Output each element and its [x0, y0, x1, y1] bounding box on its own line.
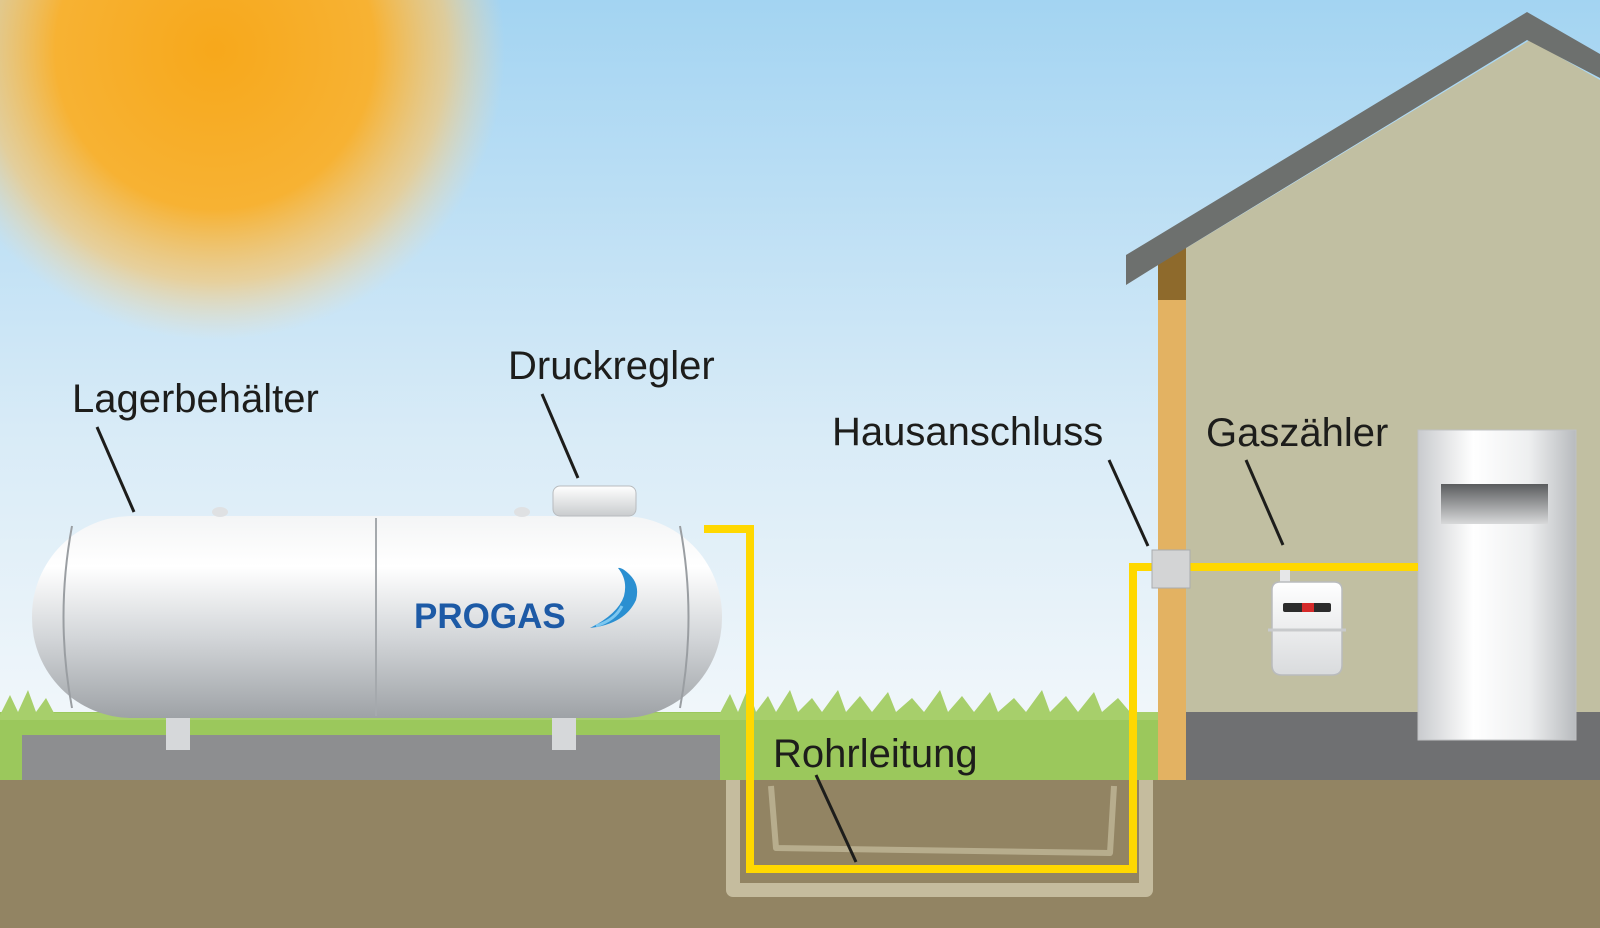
progas-logo-text: PROGAS — [414, 597, 566, 636]
leader-lines — [95, 393, 1285, 863]
label-storage-tank: Lagerbehälter — [72, 377, 319, 421]
pressure-regulator — [552, 485, 637, 517]
label-pressure-regulator: Druckregler — [508, 344, 715, 388]
label-gas-meter: Gaszähler — [1206, 411, 1388, 455]
pipe-trench — [726, 780, 1153, 897]
sun-icon — [0, 0, 505, 340]
storage-tank — [32, 507, 722, 750]
label-house-connection: Hausanschluss — [832, 410, 1103, 454]
heating-unit-display — [1441, 484, 1548, 524]
flame-wave-icon — [590, 567, 638, 628]
gas-meter-icon — [1268, 570, 1346, 676]
progas-logo: PROGAS — [414, 567, 638, 636]
tank-base — [22, 735, 720, 780]
label-pipe: Rohrleitung — [773, 732, 978, 776]
house-connection-box — [1151, 549, 1191, 589]
heating-unit — [1417, 429, 1577, 741]
house-roof — [1126, 12, 1600, 285]
soil — [0, 780, 1600, 928]
